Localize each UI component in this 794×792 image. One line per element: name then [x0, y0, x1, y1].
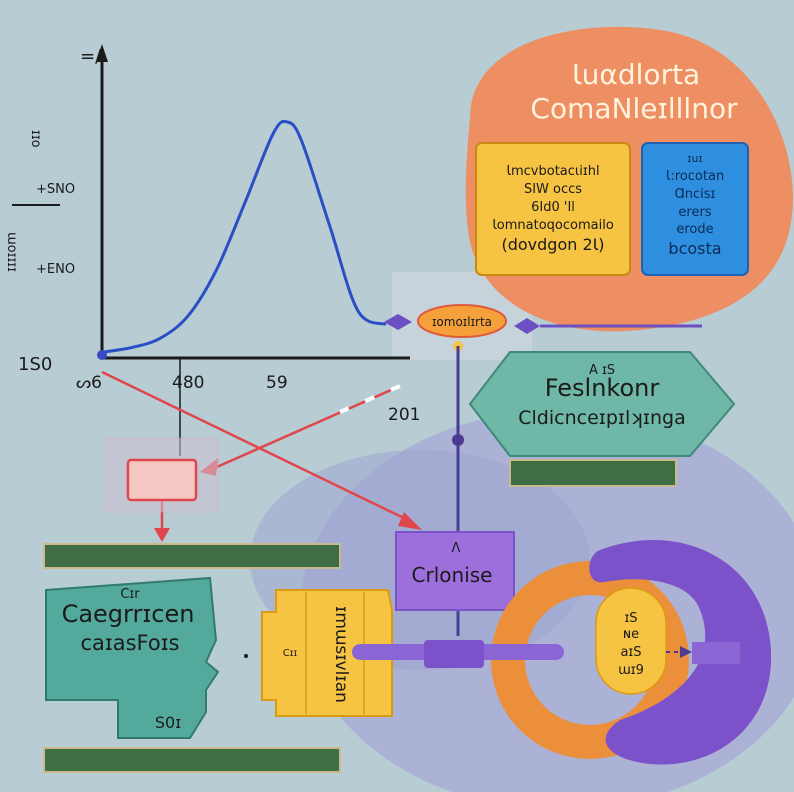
yellow-card-line: Ɩomnatoqocomailo: [492, 218, 614, 233]
y-tick-label: +ENO: [36, 262, 75, 277]
separator-dot: [244, 654, 248, 658]
ring-pill-line: ɪS: [624, 611, 637, 626]
teal-card-title: Caegrrɪcen: [62, 600, 195, 628]
yellow-card-line: (dovdgon 2Ɩ): [501, 235, 604, 254]
x-end-label: 201: [388, 405, 420, 425]
ring-pill-line: ɴe: [623, 627, 639, 642]
blue-info-card: [641, 142, 749, 276]
teal-card-small-label: Cɪr: [120, 587, 140, 602]
red-arrowhead: [154, 528, 170, 542]
title-line-2: ComaNleɪlllnor: [530, 92, 738, 125]
hexagon-title: Feslnkonr: [545, 374, 660, 402]
ring-pill-line: ɯɪ9: [618, 663, 644, 678]
ring-center-pill: [595, 587, 667, 695]
chanise-caret: Λ: [452, 541, 461, 556]
ring-exit-arrowhead: [680, 646, 692, 658]
y-axis-top-label: =/: [80, 46, 102, 67]
small-red-box: [126, 458, 198, 502]
yellow-card-line: 6Id0 'Il: [531, 200, 575, 215]
x-tick-label: 59: [266, 373, 288, 393]
green-bar-top: [43, 543, 341, 569]
x-tick-label: 480: [172, 373, 204, 393]
red-arrow-dashes: [339, 384, 401, 414]
yellow-block-vertical-label: ɪmɯsɪvlɪan: [331, 606, 351, 703]
ring-pill-line: aɪS: [620, 645, 641, 660]
ring-exit-block: [692, 642, 740, 664]
blue-card-line: bcosta: [668, 239, 721, 258]
y-axis-side-label-lower: ɯoɪɪɪɪ: [4, 232, 19, 272]
connector-diamond-left: [384, 314, 412, 330]
blue-card-line: ɪuɪ: [687, 152, 702, 165]
blue-card-line: Ɩ:rocotan: [666, 169, 724, 184]
connector-pill: [417, 304, 507, 338]
yellow-card-line: Ɩmcvbotacɩiɪhl: [506, 164, 599, 179]
hexagon-small-label: A ɪS: [589, 363, 615, 378]
red-arrowhead: [398, 512, 422, 530]
chart-plot-area: [103, 119, 387, 354]
yellow-block: [261, 589, 393, 717]
connector-pill-label: ɪomoɪlɪrta: [432, 315, 492, 329]
hexagon-subtitle: Cldicnceɪpɪlʞɪnga: [518, 407, 685, 429]
x-tick-label: ᔕ6: [76, 373, 102, 393]
red-arrow-diagonal: [101, 370, 413, 524]
chanise-label: Crlonise: [412, 563, 493, 587]
teal-card: [45, 576, 220, 739]
teal-card-subtitle: caɪasFoɪs: [81, 631, 180, 655]
connector-diamond-right: [514, 318, 540, 334]
green-bar-hexagon: [509, 459, 677, 487]
title-line-1: Ɩuαdlorta: [572, 58, 700, 91]
y-tick-label: +SNO: [36, 182, 75, 197]
purple-flow-node: [424, 640, 484, 668]
blue-card-line: erode: [676, 222, 713, 237]
yellow-block-side-label: Cɪɪ: [283, 648, 298, 659]
yellow-card-line: SIW occs: [524, 182, 582, 197]
blue-card-line: erers: [678, 205, 711, 220]
vertical-connector-node: [452, 434, 464, 446]
chanise-box: [395, 531, 515, 611]
bell-curve-line: [103, 119, 387, 354]
hexagon-panel: [468, 351, 736, 457]
y-axis-side-label-upper: ɪɪo: [28, 130, 43, 148]
green-bar-bottom: [43, 747, 341, 773]
yellow-info-card: [475, 142, 631, 276]
y-axis-arrowhead: [96, 44, 108, 62]
y-origin-label: 1S0: [18, 354, 52, 375]
blue-card-line: Ɑncisɪ: [675, 187, 716, 202]
purple-swoosh: [589, 540, 772, 765]
teal-card-foot: S0ɪ: [155, 713, 181, 732]
